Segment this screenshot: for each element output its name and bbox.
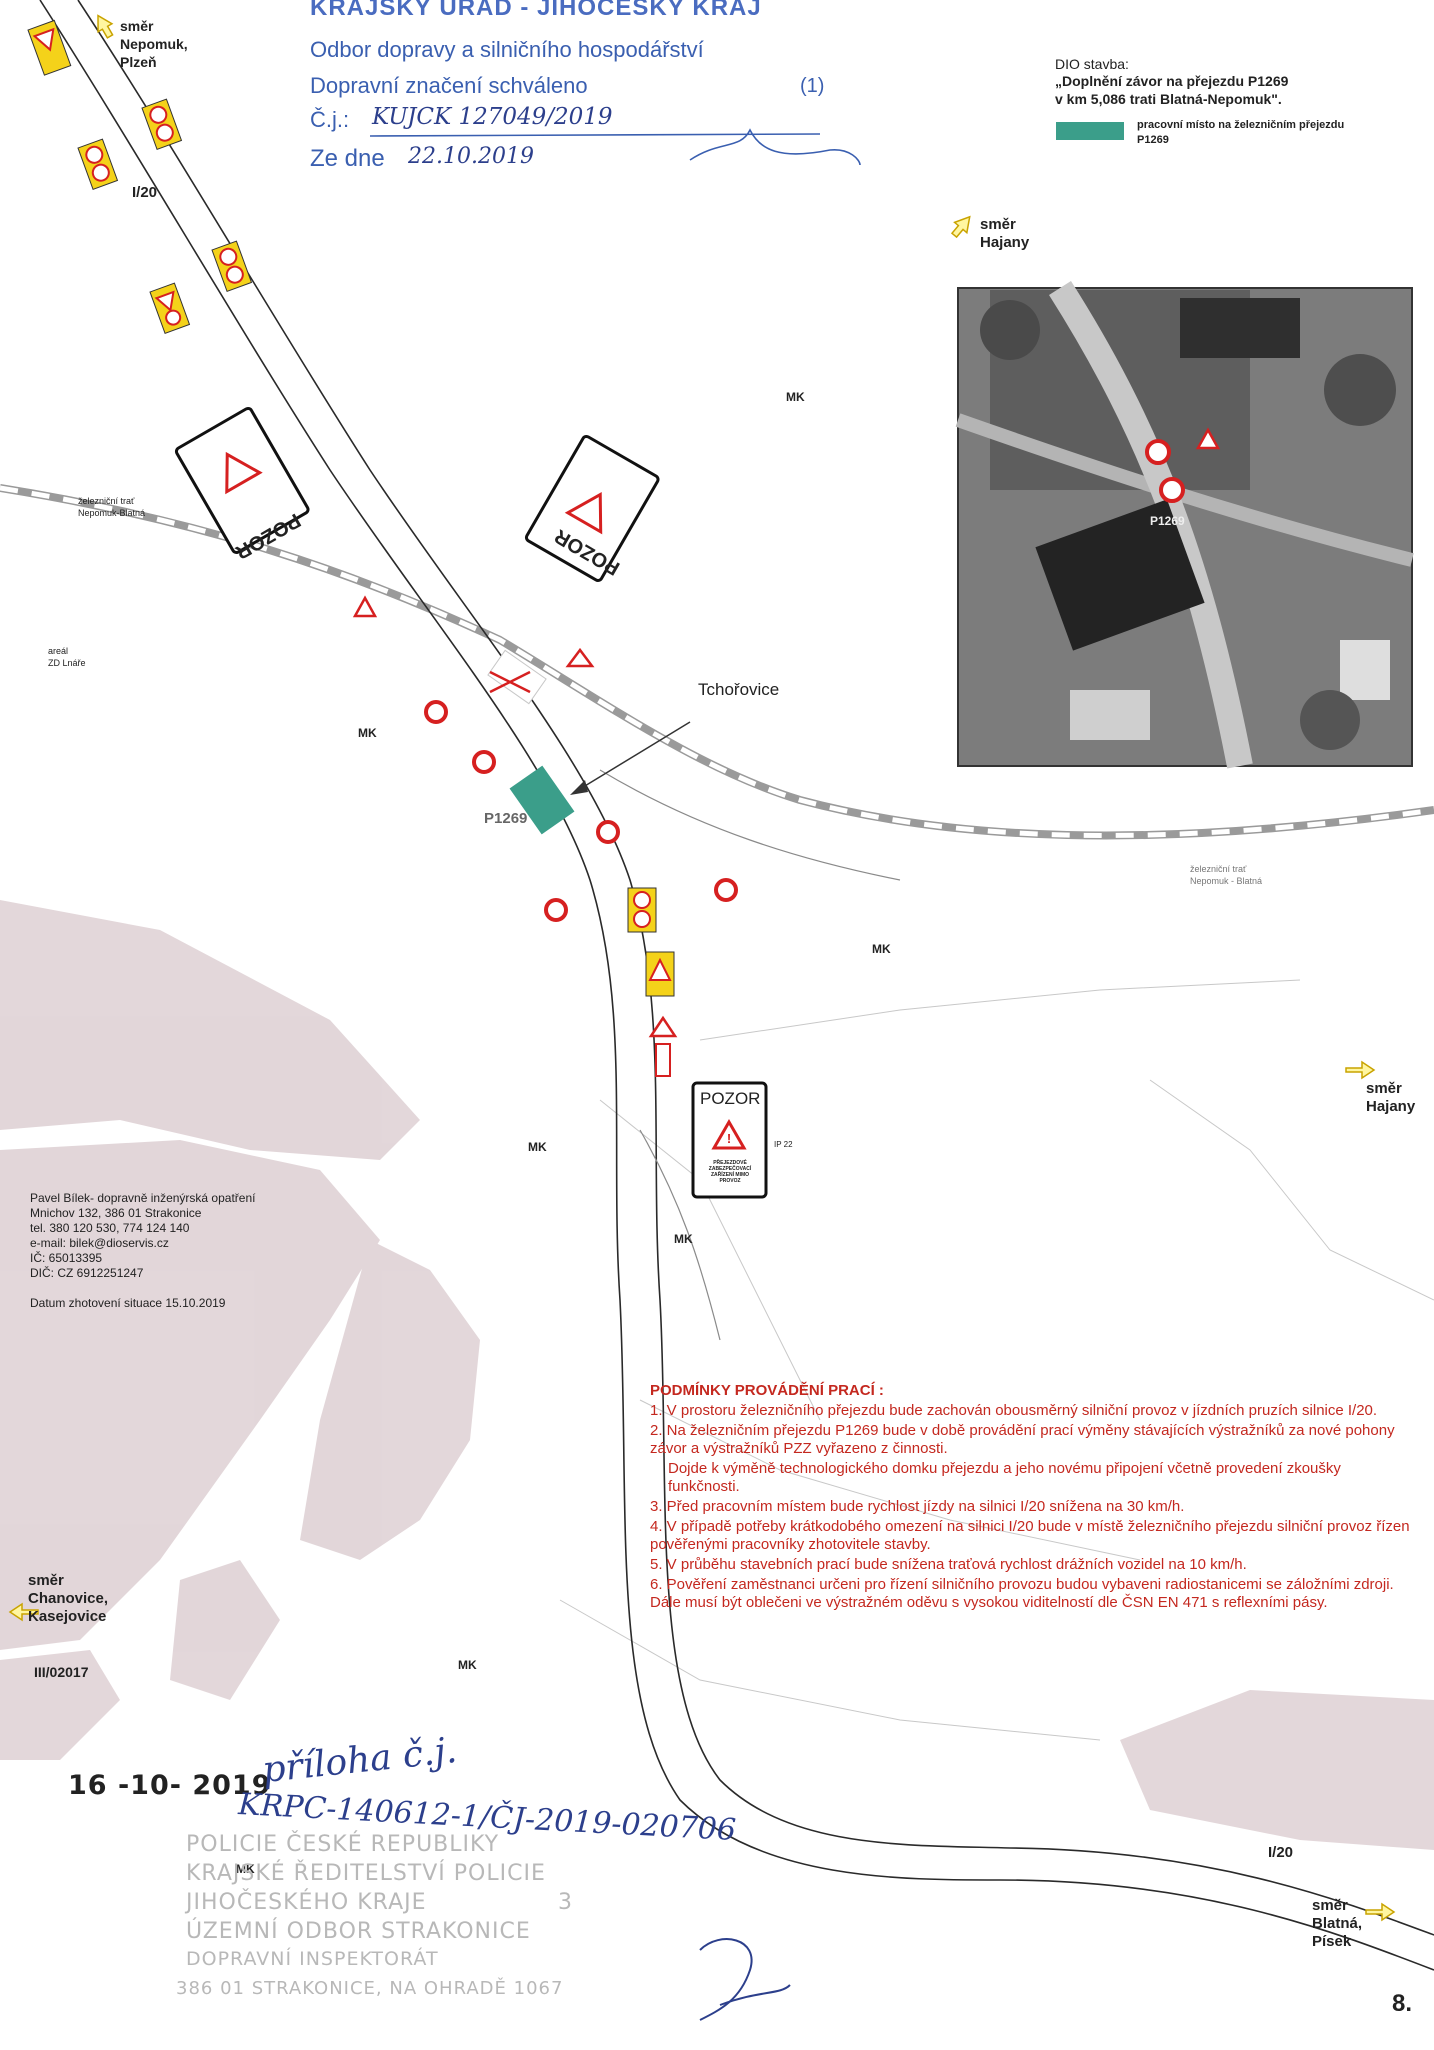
condition-item: 4. V případě potřeby krátkodobého omezen… (650, 1518, 1410, 1553)
direction-hajany-top-1: směr (980, 216, 1016, 233)
police-line-3: JIHOČESKÉHO KRAJE (186, 1890, 427, 1915)
stamp-approved: Dopravní značení schváleno (310, 73, 588, 98)
approval-signature (369, 128, 861, 166)
police-date-stamp: 16 -10- 2019 (68, 1770, 272, 1801)
condition-item: 2. Na železničním přejezdu P1269 bude v … (650, 1422, 1395, 1457)
railway-label-right-1: železniční trať (1190, 864, 1247, 874)
stamp-approved-number: (1) (800, 75, 825, 97)
dio-line-1: „Doplnění závor na přejezdu P1269 (1055, 73, 1289, 89)
condition-item: 3. Před pracovním místem bude rychlost j… (650, 1498, 1185, 1515)
condition-item: 1. V prostoru železničního přejezdu bude… (650, 1402, 1378, 1419)
condition-item: Dojde k výměně technologického domku pře… (668, 1460, 1341, 1495)
author-dic: DIČ: CZ 6912251247 (30, 1266, 144, 1280)
direction-chanovice-2: Chanovice, (28, 1590, 109, 1607)
conditions-heading: PODMÍNKY PROVÁDĚNÍ PRACÍ : (650, 1382, 884, 1399)
stamp-title: KRAJSKÝ ÚŘAD - JIHOČESKÝ KRAJ (310, 0, 762, 21)
mk-label-3: MK (872, 942, 891, 956)
village-tchorovice: Tchořovice (698, 680, 780, 699)
work-zone-marker (509, 765, 575, 835)
page-number: 8. (1392, 1990, 1413, 2017)
legend-label-2: P1269 (1137, 134, 1169, 146)
direction-hajany-right-1: směr (1366, 1080, 1402, 1097)
mk-label-1: MK (786, 390, 805, 404)
cadastral-lines (559, 979, 1434, 1741)
area-label-2: ZD Lnáře (48, 658, 86, 668)
author-address: Mnichov 132, 386 01 Strakonice (30, 1206, 202, 1220)
police-line-5: DOPRAVNÍ INSPEKTORÁT (186, 1948, 439, 1970)
author-name: Pavel Bílek- dopravně inženýrská opatřen… (30, 1191, 256, 1205)
railway-label-left-2: Nepomuk-Blatná (78, 508, 146, 518)
dio-heading: DIO stavba: (1055, 56, 1129, 72)
mk-label-7: MK (236, 1862, 255, 1876)
condition-item: 5. V průběhu stavebních prací bude sníže… (650, 1556, 1247, 1573)
photo-crossing-label: P1269 (1150, 514, 1185, 528)
pozor-sign-middle (524, 434, 660, 582)
direction-hajany-top-2: Hajany (980, 234, 1030, 251)
condition-item: 6. Pověření zaměstnanci určeni pro řízen… (650, 1576, 1394, 1611)
direction-hajany-right-2: Hajany (1366, 1098, 1416, 1115)
land-parcels (0, 900, 1434, 1850)
mk-label-6: MK (458, 1658, 477, 1672)
mk-label-5: MK (674, 1232, 693, 1246)
stamp-department: Odbor dopravy a silničního hospodářství (310, 37, 704, 62)
road-label-i20-bottom: I/20 (1268, 1844, 1294, 1861)
crossing-label: P1269 (484, 810, 528, 827)
road-signs-yellow (27, 19, 675, 997)
pozor-bottom-text: POZOR (700, 1089, 761, 1108)
railway-label-left-1: železniční trať (78, 496, 135, 506)
road-label-iii02017: III/02017 (34, 1664, 89, 1680)
ip22-label: IP 22 (774, 1140, 793, 1149)
direction-nepomuk-3: Plzeň (120, 54, 157, 70)
legend-swatch (1056, 122, 1124, 140)
road-signs-red (352, 595, 738, 1077)
area-label-1: areál (48, 646, 69, 656)
dio-line-2: v km 5,086 trati Blatná-Nepomuk". (1055, 91, 1282, 107)
direction-blatna-1: směr (1312, 1897, 1348, 1914)
mk-label-2: MK (358, 726, 377, 740)
pozor-sign-bottom: ! (691, 1081, 768, 1199)
mk-label-4: MK (528, 1140, 547, 1154)
stamp-cj-label: Č.j.: (310, 107, 350, 132)
legend-label-1: pracovní místo na železničním přejezdu (1137, 119, 1345, 131)
conditions-list: 1. V prostoru železničního přejezdu bude… (650, 1402, 1410, 1612)
police-signature (699, 1938, 791, 2021)
pozor-bottom-small: PŘEJEZDOVÉ ZABEZPEČOVACÍ ZAŘÍZENÍ MIMO P… (708, 1160, 752, 1184)
tchorovice-arrow (574, 721, 691, 793)
railway-label-right-2: Nepomuk - Blatná (1190, 876, 1263, 886)
author-date: Datum zhotovení situace 15.10.2019 (30, 1296, 226, 1310)
direction-nepomuk-2: Nepomuk, (120, 36, 188, 52)
direction-nepomuk-1: směr (120, 18, 154, 34)
stamp-date-label: Ze dne (310, 145, 385, 172)
direction-chanovice-1: směr (28, 1572, 64, 1589)
direction-blatna-3: Písek (1312, 1933, 1352, 1950)
road-label-i20-top: I/20 (132, 184, 158, 201)
author-ic: IČ: 65013395 (30, 1251, 103, 1265)
svg-text:!: ! (727, 1131, 731, 1146)
author-tel: tel. 380 120 530, 774 124 140 (30, 1221, 190, 1235)
police-line-6: 386 01 STRAKONICE, NA OHRADĚ 1067 (176, 1978, 564, 1999)
direction-chanovice-3: Kasejovice (28, 1608, 107, 1625)
aerial-photo-inset (955, 281, 1414, 769)
pozor-sign-left (174, 406, 310, 554)
police-line-2: KRAJSKÉ ŘEDITELSTVÍ POLICIE (186, 1861, 546, 1886)
railway-line (0, 484, 1434, 840)
police-line-4: ÚZEMNÍ ODBOR STRAKONICE (186, 1919, 531, 1944)
road-i20 (39, 0, 1434, 1971)
stamp-date-value: 22.10.2019 (408, 144, 534, 169)
direction-blatna-2: Blatná, (1312, 1915, 1363, 1932)
photo-warning-signs (1145, 427, 1221, 503)
author-email: e-mail: bilek@dioservis.cz (30, 1236, 169, 1250)
direction-arrows (8, 14, 1396, 1922)
police-line-3-number: 3 (558, 1890, 573, 1915)
local-roads (599, 769, 901, 1341)
stamp-cj-value: KUJCK 127049/2019 (372, 104, 613, 130)
police-line-1: POLICIE ČESKÉ REPUBLIKY (186, 1832, 500, 1857)
